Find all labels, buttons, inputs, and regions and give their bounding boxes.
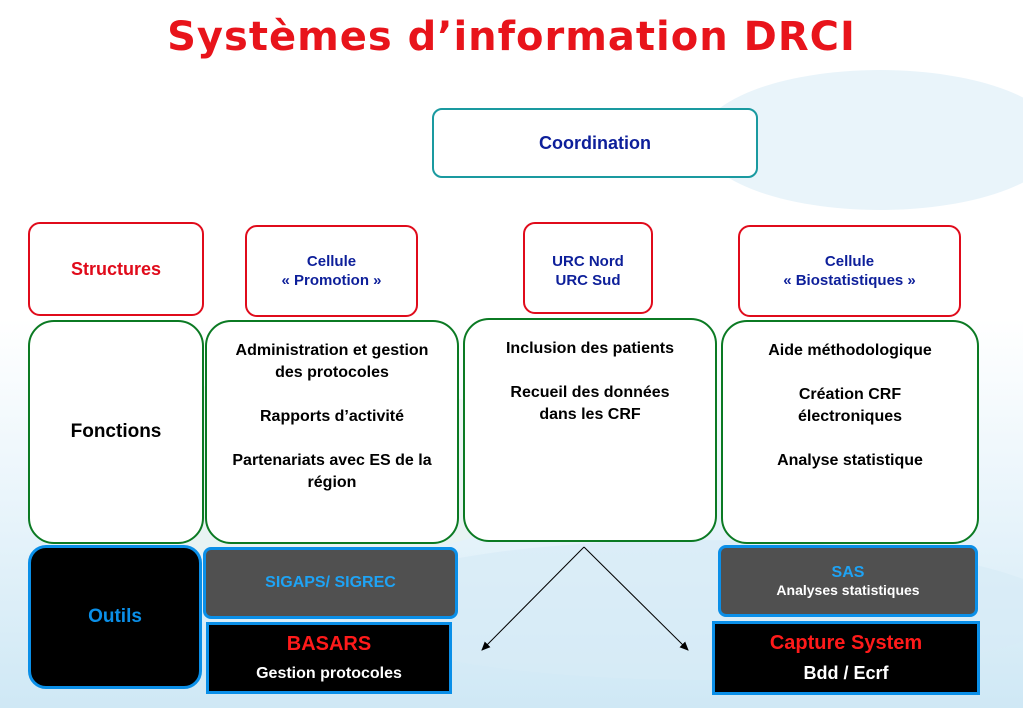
fonction-item: Inclusion des patients <box>505 340 675 357</box>
fonction-item: Analyse statistique <box>777 452 923 469</box>
fonction-item: Aide méthodologique <box>768 342 932 359</box>
arrow-to-capture <box>583 546 689 651</box>
structures-row-label: Structures <box>28 222 204 316</box>
structure-promotion-line1: Cellule <box>306 253 357 270</box>
structure-urc: URC Nord URC Sud <box>523 222 653 314</box>
structure-promotion: Cellule « Promotion » <box>245 225 418 317</box>
page-title: Systèmes d’information DRCI <box>167 14 856 60</box>
coordination-label: Coordination <box>539 132 651 153</box>
structure-urc-line2: URC Sud <box>555 272 621 289</box>
structure-biostat-line2: « Biostatistiques » <box>783 272 916 289</box>
outils-label: Outils <box>88 606 142 627</box>
fonction-item: Administration et gestion des protocoles <box>235 342 429 381</box>
structure-biostat: Cellule « Biostatistiques » <box>738 225 961 317</box>
structure-promotion-line2: « Promotion » <box>281 272 382 289</box>
outils-row-label: Outils <box>28 545 202 689</box>
structure-urc-line1: URC Nord <box>552 253 624 270</box>
fonctions-biostat: Aide méthodologique Création CRF électro… <box>721 320 979 544</box>
arrow-to-basars <box>481 546 585 651</box>
fonction-item: Création CRF électroniques <box>797 386 903 425</box>
structures-label: Structures <box>70 258 162 279</box>
structure-biostat-line1: Cellule <box>824 253 875 270</box>
